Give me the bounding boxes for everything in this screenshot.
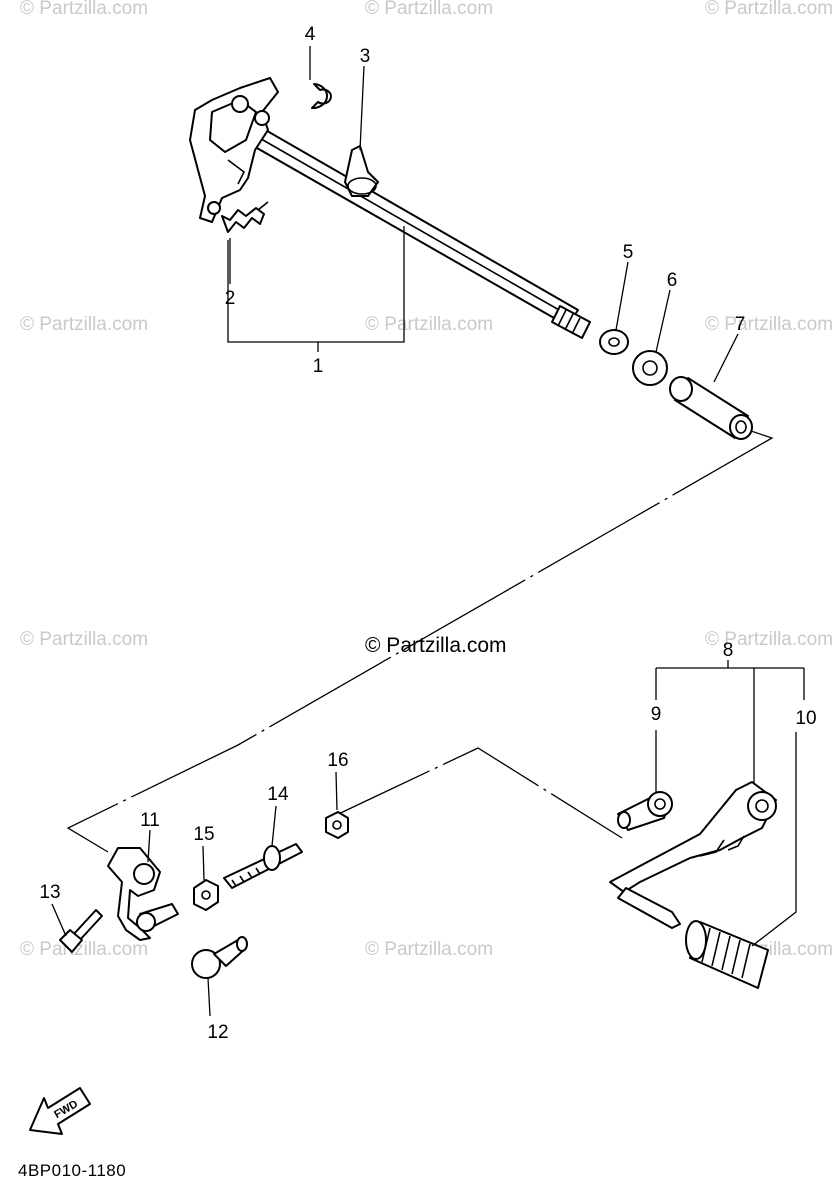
- watermark-text: © Partzilla.com: [365, 0, 493, 19]
- watermark-text: © Partzilla.com: [365, 314, 493, 335]
- part-bushing: [669, 376, 753, 440]
- callout-7: 7: [735, 314, 746, 335]
- part-joint-lever: [107, 847, 179, 941]
- watermark-text: © Partzilla.com: [365, 939, 493, 960]
- watermark-layer: © Partzilla.com © Partzilla.com © Partzi…: [20, 0, 833, 960]
- callout-11: 11: [140, 810, 160, 831]
- part-shift-rod: [223, 843, 303, 889]
- watermark-text: © Partzilla.com: [705, 0, 833, 19]
- callout-3: 3: [360, 46, 371, 67]
- part-pedal-rubber: [685, 920, 769, 989]
- leader-lines: [51, 46, 805, 1017]
- part-spring: [221, 201, 269, 233]
- callout-8: 8: [723, 640, 734, 661]
- part-nut: [193, 879, 219, 911]
- watermark-text: © Partzilla.com: [705, 314, 833, 335]
- part-rod-end: [617, 791, 673, 831]
- watermark-text: © Partzilla.com: [20, 939, 148, 960]
- diagram-code: 4BP010-1180: [18, 1161, 126, 1180]
- part-ball-joint: [191, 936, 248, 979]
- fwd-arrow-icon: FWD: [29, 1087, 91, 1135]
- part-shift-shaft: [189, 77, 591, 339]
- watermark-text: © Partzilla.com: [20, 314, 148, 335]
- part-collar: [344, 145, 379, 197]
- watermark-text: © Partzilla.com: [20, 0, 148, 19]
- assembly-dash-lines: [66, 429, 774, 853]
- part-circlip: [311, 83, 332, 110]
- callout-9: 9: [651, 704, 662, 725]
- callout-2: 2: [225, 288, 236, 309]
- callout-1: 1: [313, 356, 324, 377]
- callout-12: 12: [207, 1022, 228, 1043]
- watermark-main: © Partzilla.com: [365, 634, 507, 657]
- callout-15: 15: [193, 824, 214, 845]
- part-nut-small: [325, 811, 349, 839]
- part-bolt: [59, 909, 103, 953]
- part-washer: [599, 329, 629, 355]
- callout-labels: 1 2 3 4 5 6 7 8 9 10 11 12 13 14 15 16: [39, 24, 816, 1043]
- callout-13: 13: [39, 882, 60, 903]
- callout-6: 6: [667, 270, 678, 291]
- callout-10: 10: [795, 708, 816, 729]
- callout-16: 16: [327, 750, 348, 771]
- callout-4: 4: [305, 24, 316, 45]
- part-oil-seal: [632, 350, 668, 386]
- callout-14: 14: [267, 784, 289, 805]
- callout-5: 5: [623, 242, 634, 263]
- watermark-text: © Partzilla.com: [705, 629, 833, 650]
- watermark-text: © Partzilla.com: [20, 629, 148, 650]
- part-shift-pedal: [609, 781, 777, 929]
